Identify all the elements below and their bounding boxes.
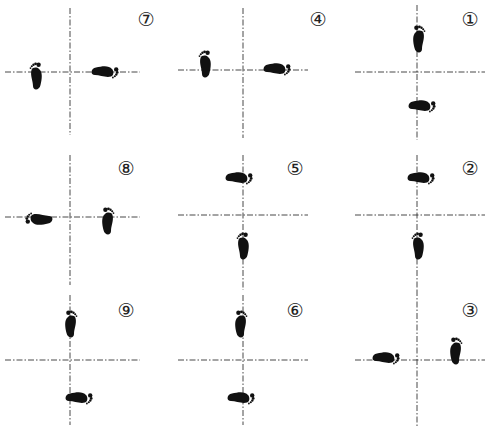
callout-number: ⑨ — [117, 301, 134, 320]
callout-number: ⑥ — [286, 301, 303, 320]
callout-number: ① — [461, 10, 478, 29]
crosshair-lines — [5, 5, 485, 428]
footprints — [25, 25, 462, 404]
callout-number: ③ — [461, 301, 478, 320]
callout-number: ⑦ — [137, 10, 154, 29]
callout-number: ⑤ — [286, 159, 303, 178]
callout-number: ⑧ — [117, 159, 134, 178]
callout-number: ② — [461, 159, 478, 178]
callout-number: ④ — [309, 10, 326, 29]
